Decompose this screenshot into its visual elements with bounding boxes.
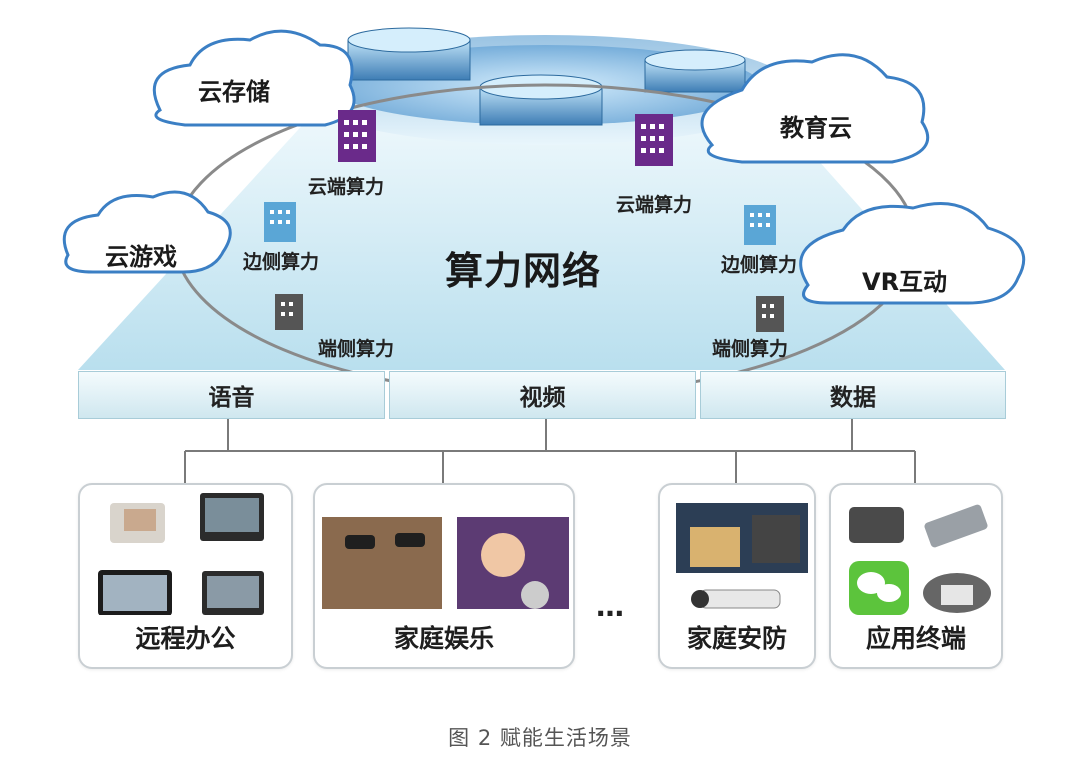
office-devices-icon <box>98 493 264 615</box>
server-drums <box>347 27 746 126</box>
card-remote-office-title: 远程办公 <box>135 624 236 653</box>
cloud-compute-label-right: 云端算力 <box>616 194 693 216</box>
cloud-education-label: 教育云 <box>780 114 852 142</box>
connector-lines <box>184 419 916 483</box>
card-home-entertainment: 家庭娱乐 <box>313 483 575 669</box>
bar-data: 数据 <box>700 371 1006 419</box>
bar-video: 视频 <box>389 371 696 419</box>
card-app-terminal: 应用终端 <box>829 483 1003 669</box>
terminal-compute-label-left: 端侧算力 <box>318 338 395 360</box>
cloud-vr-label: VR互动 <box>862 268 948 296</box>
edge-compute-label-right: 边侧算力 <box>721 254 798 276</box>
entertainment-photos-icon <box>322 517 569 609</box>
card-home-security-title: 家庭安防 <box>686 624 787 653</box>
cloud-shapes <box>62 29 1026 305</box>
security-photos-icon <box>676 503 808 609</box>
cloud-compute-label-left: 云端算力 <box>308 176 385 198</box>
cloud-gaming-label: 云游戏 <box>105 243 177 271</box>
edge-compute-label-left: 边侧算力 <box>243 251 320 273</box>
cloud-storage-label: 云存储 <box>198 78 270 106</box>
center-title: 算力网络 <box>445 249 602 293</box>
building-icons <box>264 110 784 332</box>
card-home-entertainment-title: 家庭娱乐 <box>393 624 494 653</box>
card-remote-office: 远程办公 <box>78 483 293 669</box>
card-app-terminal-title: 应用终端 <box>865 624 966 653</box>
ellipsis: … <box>596 590 626 623</box>
terminal-devices-icon <box>849 504 991 615</box>
bar-voice: 语音 <box>78 371 385 419</box>
card-home-security: 家庭安防 <box>658 483 816 669</box>
figure-caption: 图 2 赋能生活场景 <box>448 726 632 750</box>
terminal-compute-label-right: 端侧算力 <box>712 338 789 360</box>
